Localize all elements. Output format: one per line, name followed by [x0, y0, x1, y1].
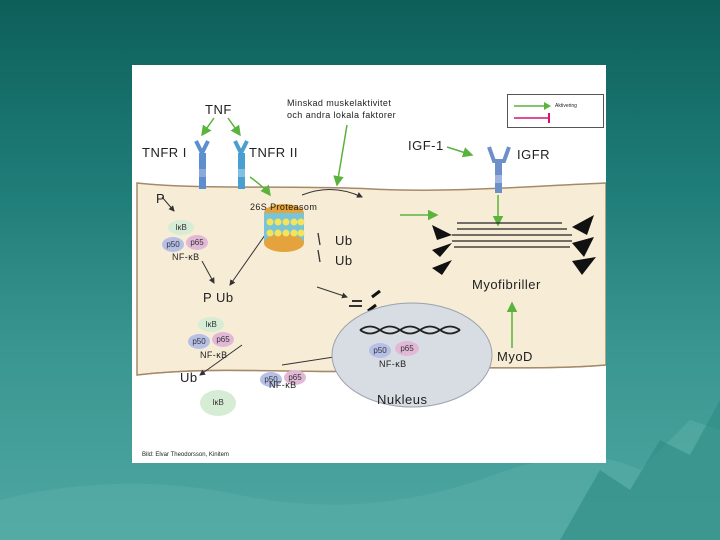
igf1-label: IGF-1: [408, 138, 444, 153]
complex2-to-ub-arrow: [199, 344, 243, 376]
igfr-label: IGFR: [517, 147, 551, 162]
p65-ball: p65: [212, 332, 234, 347]
nucleus-label: Nukleus: [377, 392, 428, 407]
fragment-1: [371, 289, 381, 299]
proteasome-to-fragments-arrow: [316, 286, 348, 299]
bottom-right-mountains: [560, 400, 720, 540]
myofibrils-label: Myofibriller: [472, 277, 541, 292]
nfkb-label: NF-κB: [269, 380, 297, 390]
legend-activation-label: Aktivering: [555, 103, 577, 109]
p-to-ikb-arrow: [161, 196, 175, 212]
igf1-to-igfr-arrow: [446, 146, 474, 158]
ub-label-2: Ub: [335, 253, 353, 268]
p65-ball: p65: [186, 235, 208, 250]
dna-strand-1: [359, 325, 461, 335]
p50-ball: p50: [188, 334, 210, 349]
proteasome-ub-curve: [301, 189, 363, 198]
myofibril-bundle: [432, 215, 596, 275]
proteasome-26s: [264, 204, 305, 252]
legend-symbols: [514, 102, 551, 123]
fragment-2: [367, 303, 377, 313]
image-credit: Bild: Elvar Theodorsson, Kinitem: [142, 452, 229, 458]
free-ikb-ball: IκB: [200, 390, 236, 416]
reduced-activity-label-1: Minskad muskelaktivitet: [287, 98, 392, 108]
p50-ball: p50: [369, 343, 391, 358]
tnfr1-receptor: [194, 140, 210, 189]
p50-ball: p50: [162, 237, 184, 252]
activity-to-proteasome-arrow: [333, 124, 348, 187]
p-ub-label: P Ub: [203, 290, 234, 305]
ub-line-2: [317, 249, 321, 263]
dna-strand-2: [359, 325, 461, 335]
tnf-to-tnfr1-arrow: [201, 117, 215, 137]
tnf-label: TNF: [205, 102, 232, 117]
phosphate-label: P: [156, 191, 166, 206]
pathway-figure: Aktivering TNF TNFR I TNFR II Minskad mu…: [132, 65, 606, 463]
igfr-receptor: [487, 146, 511, 193]
nfkb-label: NF-κB: [172, 252, 200, 262]
ub-label-1: Ub: [335, 233, 353, 248]
tnfr1-label: TNFR I: [142, 145, 187, 160]
proteasome-label: 26S Proteasom: [250, 202, 318, 212]
tnfr2-receptor: [233, 140, 249, 189]
reduced-activity-label-2: och andra lokala faktorer: [287, 110, 397, 120]
p50-ball: p50: [260, 372, 282, 387]
tnf-to-tnfr2-arrow: [227, 117, 241, 137]
p65-ball: p65: [284, 370, 306, 385]
nfkb-label: NF-κB: [200, 350, 228, 360]
myod-label: MyoD: [497, 349, 533, 364]
tnfr2-label: TNFR II: [249, 145, 298, 160]
ikb-ball: IκB: [198, 317, 224, 332]
p65-ball: p65: [395, 341, 419, 356]
legend: Aktivering: [507, 94, 604, 128]
bottom-wave-decoration: [0, 420, 720, 540]
tnfr2-to-proteasome-arrow: [249, 176, 271, 197]
pathway-diagram: [136, 117, 606, 408]
ub-line-1: [317, 232, 321, 246]
complex1-to-complex2-arrow: [201, 260, 215, 284]
nfkb-label: NF-κB: [379, 359, 407, 369]
ub-lower-label: Ub: [180, 370, 198, 385]
ikb-ball: IκB: [168, 220, 194, 235]
